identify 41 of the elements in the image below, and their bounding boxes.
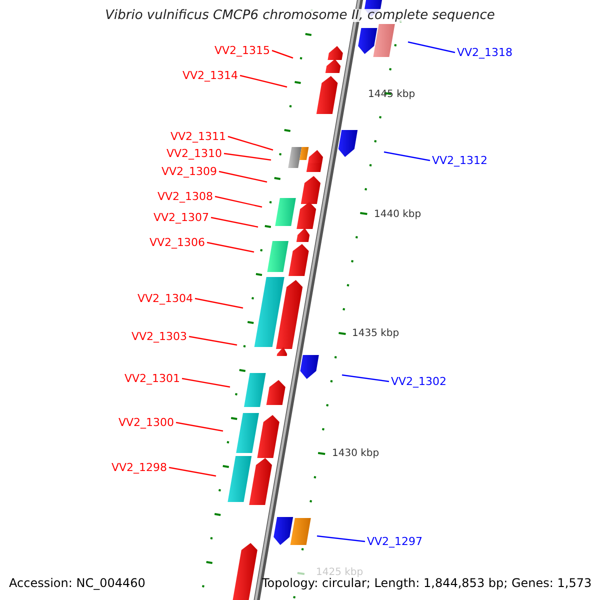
scale-label: 1445 kbp: [368, 88, 416, 101]
leader-line: [206, 242, 254, 253]
leader-line: [408, 41, 456, 54]
leader-line: [228, 136, 274, 151]
gene-label: VV2_1306: [149, 236, 205, 249]
leader-line: [168, 466, 216, 477]
gene-label: VV2_1312: [432, 154, 488, 167]
gene-label: VV2_1314: [182, 69, 238, 82]
leader-line: [272, 50, 294, 59]
leader-line: [316, 535, 366, 542]
leader-line: [194, 298, 244, 309]
scale-label: 1440 kbp: [374, 208, 422, 221]
leader-line: [342, 374, 390, 382]
gene-label: VV2_1301: [124, 372, 180, 385]
gene-label: VV2_1310: [166, 147, 222, 160]
gene-label: VV2_1307: [153, 211, 209, 224]
leader-line: [218, 170, 268, 183]
leader-line: [214, 196, 262, 208]
gene-label: VV2_1304: [137, 292, 193, 305]
gene-label: VV2_1298: [111, 461, 167, 474]
leader-line: [240, 74, 288, 88]
gene-label: VV2_1303: [131, 330, 187, 343]
gene-label: VV2_1308: [157, 190, 213, 203]
gene-label: VV2_1300: [118, 416, 174, 429]
leader-line: [188, 336, 238, 346]
leader-line: [384, 151, 430, 162]
accession-text: Accession: NC_004460: [9, 576, 146, 591]
gene-label: VV2_1302: [391, 375, 447, 388]
gene-label: VV2_1315: [214, 44, 270, 57]
gene-label: VV2_1311: [170, 130, 226, 143]
leader-line: [224, 152, 272, 161]
leader-line: [182, 378, 230, 388]
gene-label: VV2_1309: [161, 165, 217, 178]
scale-label: 1430 kbp: [332, 447, 380, 460]
gene-label: VV2_1318: [457, 46, 513, 59]
scale-label: 1435 kbp: [352, 327, 400, 340]
map-title: Vibrio vulnificus CMCP6 chromosome II, complete sequence: [103, 9, 497, 22]
gene-label: VV2_1297: [367, 535, 423, 548]
leader-line: [210, 216, 258, 228]
genome-info-text: Topology: circular; Length: 1,844,853 bp; Genes: 1,573: [262, 576, 592, 591]
leader-line: [176, 422, 224, 432]
